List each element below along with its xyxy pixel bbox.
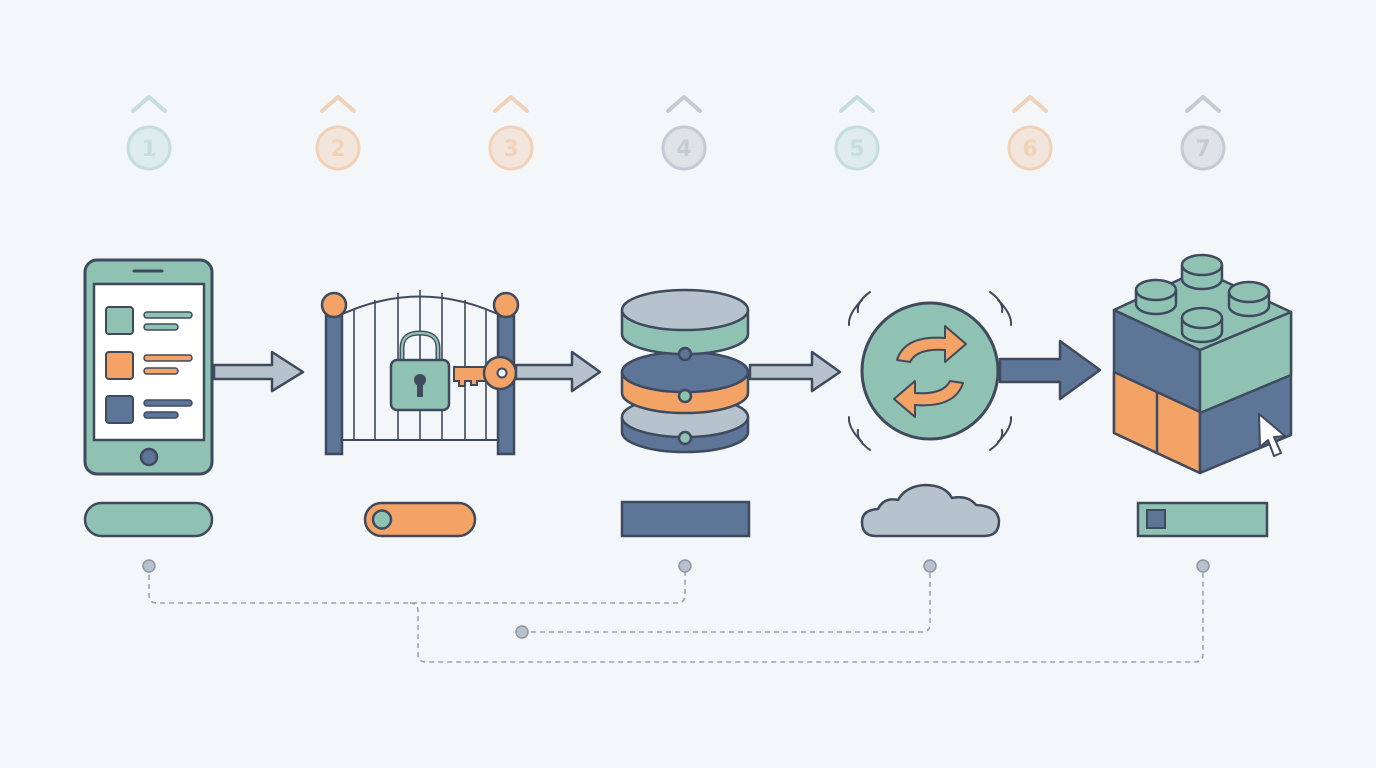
step-badge-circle: [1007, 125, 1053, 171]
chevron-up-icon: [1185, 95, 1221, 113]
chevron-up-icon: [666, 95, 702, 113]
chevron-up-icon: [1012, 95, 1048, 113]
database-icon: [620, 288, 750, 454]
building-block-icon: [1112, 253, 1293, 475]
step-number: 6: [1022, 137, 1037, 162]
step-badge-circle: [661, 125, 707, 171]
step-number: 7: [1195, 137, 1210, 162]
flow-arrow-2: [514, 350, 602, 393]
chevron-up-icon: [839, 95, 875, 113]
step-badge-1: 1: [126, 95, 172, 171]
mobile-app-bar: [83, 501, 214, 538]
flow-arrow-1: [212, 350, 305, 393]
database-bar: [620, 500, 751, 538]
chevron-up-icon: [493, 95, 529, 113]
chevron-up-icon: [320, 95, 356, 113]
step-number: 1: [141, 137, 156, 162]
flow-arrow-3: [748, 350, 842, 393]
step-badge-6: 6: [1007, 95, 1053, 171]
step-badge-circle: [834, 125, 880, 171]
locked-gate-icon: [320, 290, 520, 456]
chevron-up-icon: [131, 95, 167, 113]
step-number: 5: [849, 137, 864, 162]
step-badge-circle: [1180, 125, 1226, 171]
block-bar-square: [1146, 509, 1166, 529]
step-badge-circle: [315, 125, 361, 171]
step-badge-circle: [126, 125, 172, 171]
step-badge-4: 4: [661, 95, 707, 171]
step-badge-2: 2: [315, 95, 361, 171]
mobile-app-icon: [83, 258, 214, 476]
step-number: 4: [676, 137, 691, 162]
step-badge-7: 7: [1180, 95, 1226, 171]
step-badge-5: 5: [834, 95, 880, 171]
dashed-connectors: [148, 566, 1204, 663]
sync-icon: [847, 291, 1013, 451]
step-badges: 1 2 3 4 5 6 7: [126, 95, 1226, 171]
step-badge-circle: [488, 125, 534, 171]
gate-toggle-knob: [371, 509, 393, 530]
gate-toggle-bar: [363, 501, 477, 538]
step-badge-3: 3: [488, 95, 534, 171]
step-number: 3: [503, 137, 518, 162]
step-number: 2: [330, 137, 345, 162]
key-icon: [453, 355, 518, 391]
flow-arrow-4: [998, 339, 1102, 401]
cloud-icon: [860, 483, 1001, 538]
connector-dots: [142, 559, 1210, 639]
cursor-icon: [1258, 413, 1286, 457]
